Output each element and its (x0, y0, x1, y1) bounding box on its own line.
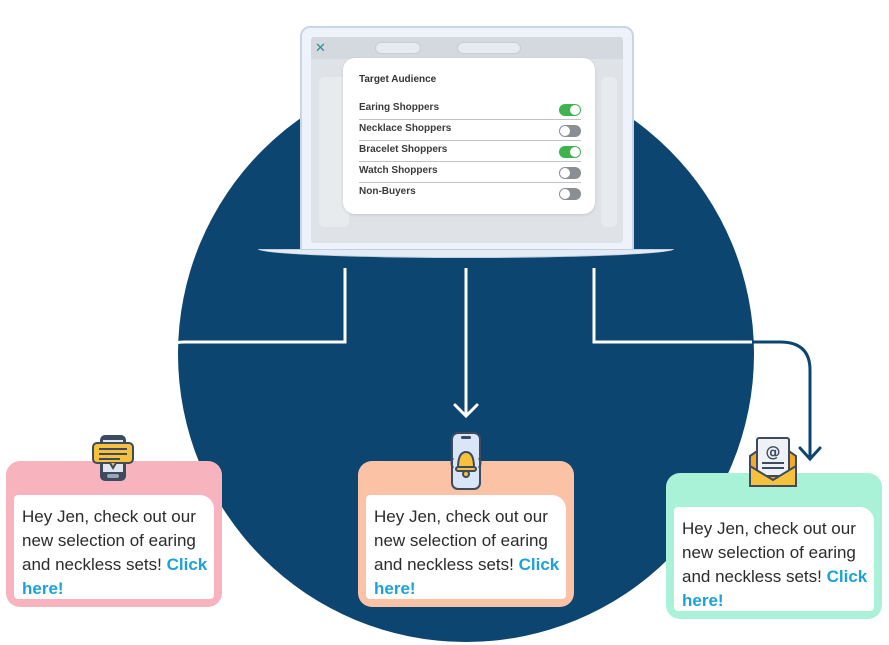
audience-row: Non-Buyers (359, 184, 581, 203)
audience-label: Non-Buyers (359, 186, 416, 197)
toggle-switch[interactable] (559, 104, 581, 116)
audience-row: Necklace Shoppers (359, 121, 581, 141)
audience-list: Earing Shoppers Necklace Shoppers Bracel… (359, 100, 581, 204)
message-body: Hey Jen, check out our new selection of … (682, 519, 856, 586)
arrow-down-icon (453, 403, 479, 419)
audience-label: Watch Shoppers (359, 165, 438, 176)
toggle-switch[interactable] (559, 146, 581, 158)
svg-text:@: @ (766, 443, 781, 461)
arrow-down-icon (143, 429, 167, 445)
browser-tab[interactable] (375, 42, 421, 54)
push-message-card: Hey Jen, check out our new selection of … (358, 461, 574, 607)
message-body: Hey Jen, check out our new selection of … (22, 507, 196, 574)
connector-right-white (592, 268, 752, 344)
browser-bar: ✕ (311, 37, 623, 59)
message-text: Hey Jen, check out our new selection of … (682, 517, 870, 613)
message-bubble: Hey Jen, check out our new selection of … (366, 495, 566, 599)
message-body: Hey Jen, check out our new selection of … (374, 507, 548, 574)
audience-row: Watch Shoppers (359, 163, 581, 183)
panel-title: Target Audience (359, 74, 437, 85)
message-bubble: Hey Jen, check out our new selection of … (674, 507, 874, 611)
connector-right-dark (752, 340, 812, 458)
message-text: Hey Jen, check out our new selection of … (374, 505, 562, 601)
audience-row: Earing Shoppers (359, 100, 581, 120)
target-audience-panel: Target Audience Earing Shoppers Necklace… (343, 58, 595, 214)
toggle-switch[interactable] (559, 167, 581, 179)
email-envelope-icon: @ (749, 437, 797, 487)
sms-phone-icon (92, 435, 134, 481)
click-here-link[interactable]: Click here! (682, 567, 868, 610)
click-here-link[interactable]: Click here! (374, 555, 560, 598)
browser-tab[interactable] (457, 42, 521, 54)
audience-row: Bracelet Shoppers (359, 142, 581, 162)
connector-left (153, 268, 347, 441)
audience-label: Bracelet Shoppers (359, 144, 448, 155)
toggle-switch[interactable] (559, 125, 581, 137)
audience-label: Necklace Shoppers (359, 123, 452, 134)
arrow-down-icon (798, 446, 822, 462)
x-logo-icon: ✕ (315, 41, 326, 56)
sms-message-card: Hey Jen, check out our new selection of … (6, 461, 222, 607)
bell-phone-icon (450, 432, 482, 490)
email-message-card: Hey Jen, check out our new selection of … (666, 473, 882, 619)
audience-label: Earing Shoppers (359, 102, 440, 113)
sidebar-ghost (601, 77, 617, 227)
toggle-switch[interactable] (559, 188, 581, 200)
message-bubble: Hey Jen, check out our new selection of … (14, 495, 214, 599)
message-text: Hey Jen, check out our new selection of … (22, 505, 210, 601)
click-here-link[interactable]: Click here! (22, 555, 208, 598)
